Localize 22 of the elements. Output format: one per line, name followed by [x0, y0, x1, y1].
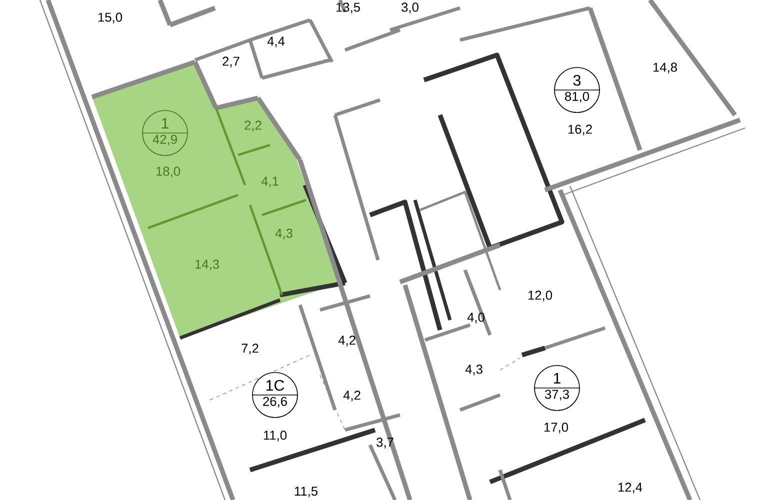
room-area: 4,4 — [267, 36, 285, 48]
room-area: 12,4 — [618, 482, 642, 494]
room-area: 12,0 — [528, 290, 552, 302]
room-area: 3,7 — [376, 438, 394, 448]
room-area: 2,2 — [244, 120, 262, 132]
room-area: 13,5 — [336, 2, 360, 14]
room-area: 4,2 — [343, 390, 360, 402]
room-area: 14,3 — [195, 260, 219, 270]
room-area: 17,0 — [544, 422, 568, 434]
room-area: 14,8 — [653, 62, 677, 74]
room-area: 4,3 — [465, 364, 482, 376]
room-area: 2,7 — [222, 56, 240, 68]
room-area: 11,5 — [294, 486, 318, 498]
room-area: 4,0 — [467, 312, 484, 324]
room-area: 4,1 — [261, 176, 278, 188]
room-area: 11,0 — [264, 430, 287, 442]
room-area: 4,3 — [275, 228, 292, 240]
room-area: 15,0 — [98, 12, 122, 24]
room-area: 4,2 — [338, 336, 356, 346]
room-area: 16,2 — [568, 124, 592, 136]
room-area: 7,2 — [242, 344, 258, 354]
room-area: 3,0 — [402, 2, 418, 14]
